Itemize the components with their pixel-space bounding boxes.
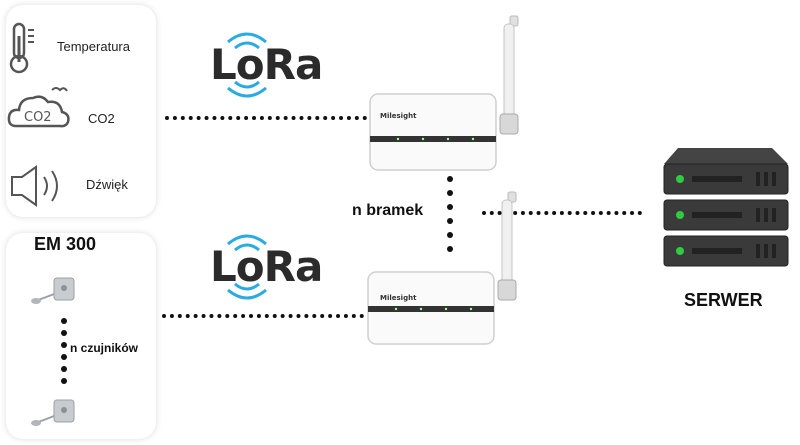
em300-dot (61, 354, 67, 360)
em300-title: EM 300 (34, 234, 97, 254)
speaker-icon (11, 165, 58, 207)
server-label: SERWER (684, 290, 763, 310)
sensors-count-label: n czujników (70, 341, 139, 355)
lora-logo: LoRa (210, 40, 323, 89)
gateway-dot (447, 232, 453, 238)
em300-dot (61, 318, 67, 324)
sensors-to-gateway-link (165, 116, 367, 120)
em300-sensor-icon (31, 277, 75, 304)
lora-waves-icon (227, 234, 267, 300)
em300-dot (61, 342, 67, 348)
gateway-dot (447, 176, 453, 182)
em300-to-gateway-link (162, 314, 364, 318)
temperature-label: Temperatura (57, 39, 130, 54)
gateway-brand: Milesight (380, 294, 417, 302)
em300-dot (61, 378, 67, 384)
gateway-dot (447, 190, 453, 196)
gateways-to-server-link (482, 211, 642, 215)
sensors-panel (5, 4, 157, 218)
gateways-count-label: n bramek (352, 202, 424, 219)
co2-cloud-icon: CO2 (7, 87, 70, 128)
gateway-dot (447, 204, 453, 210)
gateway-dot (447, 218, 453, 224)
server-icon (663, 148, 789, 267)
thermometer-icon (9, 22, 34, 74)
co2-label: CO2 (88, 111, 115, 126)
em300-panel (5, 232, 157, 440)
em300-dot (61, 366, 67, 372)
em300-sensor-icon (31, 399, 75, 426)
co2-icon-text: CO2 (24, 110, 52, 125)
em300-dot (61, 330, 67, 336)
lora-logo: LoRa (210, 242, 323, 291)
gateway-brand: Milesight (380, 112, 417, 120)
gateway-device-icon: Milesight (369, 15, 519, 171)
gateway-device-icon: Milesight (367, 191, 517, 345)
lora-waves-icon (227, 32, 267, 98)
sound-label: Dźwięk (86, 177, 128, 192)
gateway-dot (447, 246, 453, 252)
